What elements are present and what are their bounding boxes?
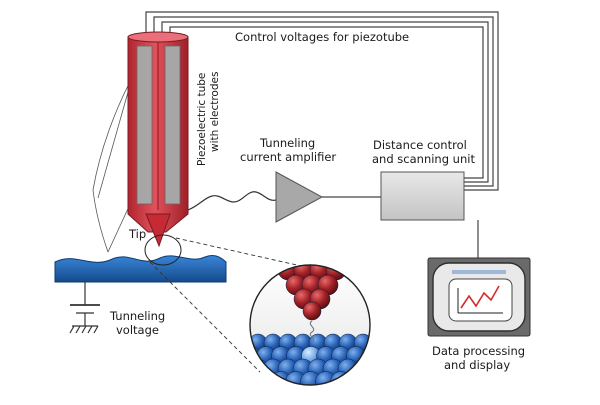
line-graph-icon	[448, 278, 513, 322]
zoom-region-marker	[144, 234, 182, 266]
data-processing-label-2: and display	[444, 358, 510, 372]
zoom-connector-lines	[149, 237, 347, 373]
control-voltage-wires	[145, 11, 499, 191]
tunneling-current-squiggle	[309, 320, 315, 343]
data-display-monitor	[427, 257, 531, 337]
tip-to-amplifier-wire	[187, 191, 277, 211]
ground-symbol-icon	[69, 325, 99, 334]
sample-atom	[360, 371, 370, 385]
piezo-tube-label-2: with electrodes	[209, 72, 221, 152]
distance-control-label-1: Distance control	[373, 138, 467, 152]
tip-atom	[302, 301, 322, 321]
tunneling-voltage-label-1: Tunneling	[109, 309, 165, 323]
sample-atom	[250, 371, 262, 385]
tunneling-voltage-label-2: voltage	[116, 323, 159, 337]
screen-header-bar	[452, 270, 506, 274]
amplifier-label-2: current amplifier	[240, 150, 336, 164]
support-lines	[92, 77, 133, 253]
electrode-right	[164, 45, 181, 205]
data-processing-label-1: Data processing	[432, 344, 525, 358]
piezo-tube-label-1: Piezoelectric tube	[196, 73, 208, 166]
tunneling-voltage-source	[69, 282, 100, 334]
sample-atom	[255, 371, 277, 385]
control-voltages-label: Control voltages for piezotube	[235, 30, 409, 44]
electrode-left	[136, 45, 153, 205]
sample-atom	[345, 371, 367, 385]
amplifier-label-1: Tunneling	[259, 136, 315, 150]
piezoelectric-tube	[127, 31, 189, 248]
tip-label: Tip	[128, 227, 146, 241]
triangle-amplifier-icon	[275, 171, 324, 223]
sample-surface	[54, 255, 227, 283]
scan-tip	[145, 213, 171, 248]
sample-atom	[352, 358, 370, 380]
distance-control-label-2: and scanning unit	[372, 152, 475, 166]
atomic-zoom-view	[249, 264, 371, 386]
sample-atom	[250, 358, 269, 380]
sample-atom	[330, 371, 352, 385]
distance-control-unit	[380, 171, 465, 221]
